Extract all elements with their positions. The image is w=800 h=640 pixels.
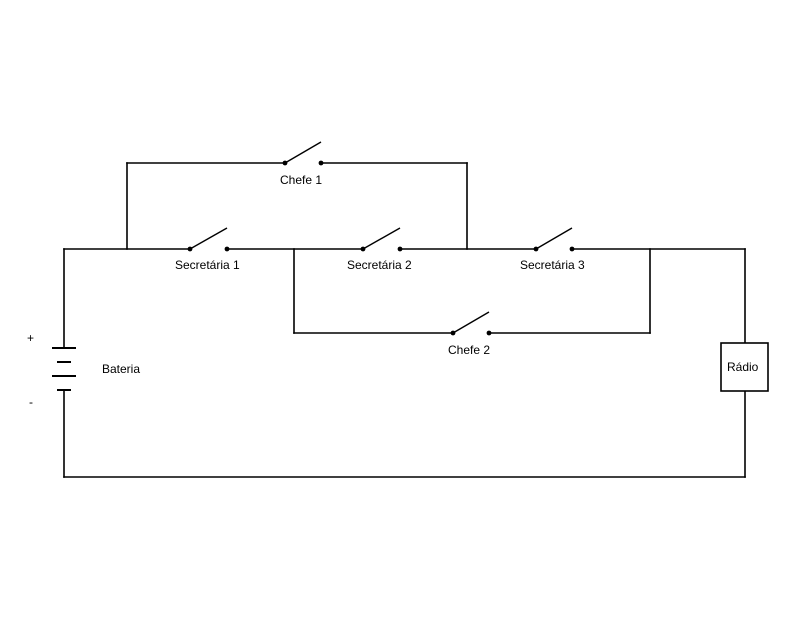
switch-secretaria-1: Secretária 1 [175, 227, 240, 272]
switch-secretaria-3-contact [569, 246, 575, 252]
switch-chefe-1-label: Chefe 1 [280, 173, 322, 187]
wires [63, 162, 746, 478]
battery-label: Bateria [102, 362, 140, 376]
switch-secretaria-2-contact [397, 246, 403, 252]
battery-minus-label: - [29, 395, 33, 409]
switch-chefe-2-contact [486, 330, 492, 336]
switch-secretaria-3-blade [535, 227, 573, 250]
switch-chefe-2: Chefe 2 [448, 311, 492, 357]
switch-secretaria-1-blade [189, 227, 228, 250]
switch-secretaria-2-label: Secretária 2 [347, 258, 412, 272]
switch-secretaria-2-blade [362, 227, 401, 250]
switch-chefe-1-blade [284, 141, 322, 164]
switch-chefe-1-contact [318, 160, 324, 166]
battery-plus-label: + [27, 331, 34, 345]
radio-label: Rádio [727, 360, 759, 374]
battery: + - Bateria [27, 331, 140, 409]
switch-chefe-2-blade [452, 311, 490, 334]
switch-secretaria-1-label: Secretária 1 [175, 258, 240, 272]
switch-chefe-2-label: Chefe 2 [448, 343, 490, 357]
switch-secretaria-2: Secretária 2 [347, 227, 412, 272]
switch-secretaria-1-contact [224, 246, 230, 252]
switch-secretaria-3: Secretária 3 [520, 227, 585, 272]
switch-secretaria-3-label: Secretária 3 [520, 258, 585, 272]
radio-box [720, 342, 769, 392]
switch-chefe-1: Chefe 1 [280, 141, 324, 187]
radio: Rádio [720, 342, 769, 392]
